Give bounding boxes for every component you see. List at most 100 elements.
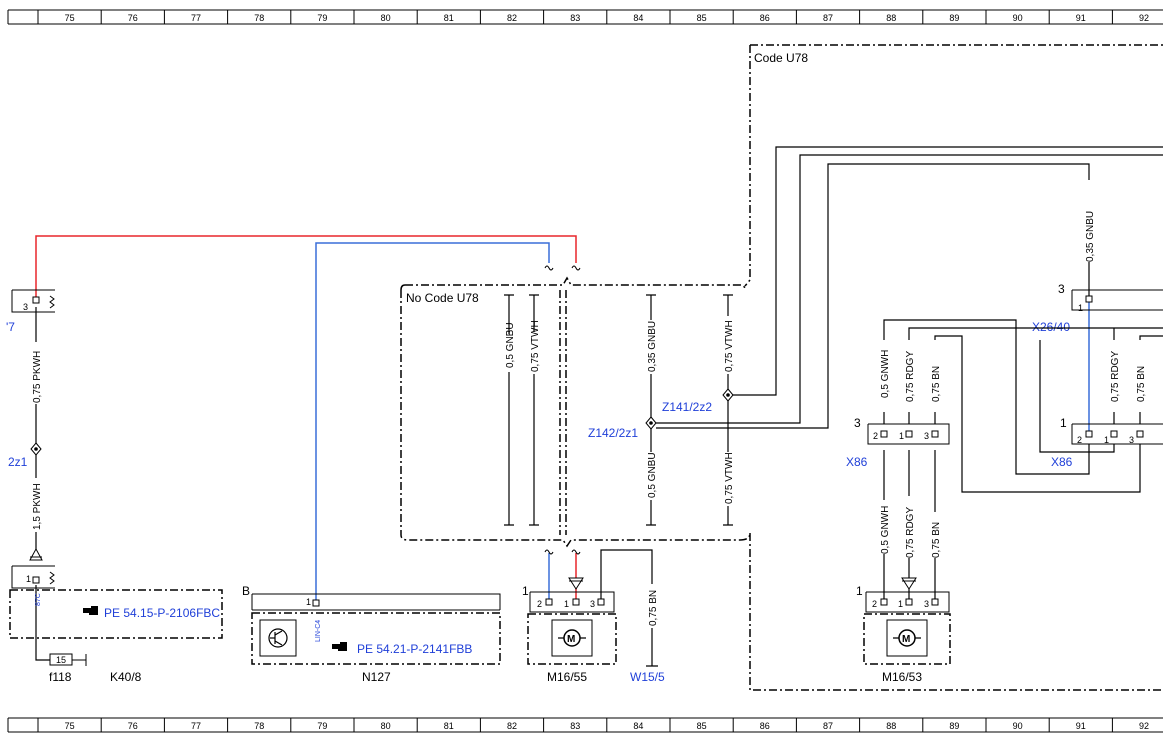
bottom-ruler-label: 81 [444, 721, 454, 731]
n127-ref-link[interactable]: PE 54.21-P-2141FBB [357, 642, 472, 656]
splice-z141-link[interactable]: Z141/2z2 [662, 400, 712, 414]
k40-box [9, 589, 223, 639]
no-code-wires [504, 294, 539, 526]
w15-link[interactable]: W15/5 [630, 670, 665, 684]
motor-icon: M [551, 619, 593, 657]
x26-link[interactable]: X26/40 [1032, 320, 1070, 334]
x86l-p3: 3 [924, 431, 929, 441]
f118-label: f118 [49, 670, 72, 684]
top-ruler-label: 76 [128, 13, 138, 23]
bottom-ruler-label: 82 [507, 721, 517, 731]
k40-label: K40/8 [110, 670, 142, 684]
top-ruler-label: 89 [949, 13, 959, 23]
m1655-p2: 2 [537, 599, 542, 609]
code-u78-region [744, 44, 1163, 691]
m1653-conn: 1 [856, 584, 863, 598]
bottom-ruler-label: 86 [760, 721, 770, 731]
top-ruler-label: 85 [697, 13, 707, 23]
m1655-p3: 3 [590, 599, 595, 609]
m1653-label: M16/53 [882, 670, 922, 684]
top-ruler-label: 86 [760, 13, 770, 23]
bottom-ruler-label: 80 [381, 721, 391, 731]
splice-z142-link[interactable]: Z142/2z1 [588, 426, 638, 440]
k40-pin-label: 87C [35, 593, 42, 606]
top-ruler-label: 90 [1013, 13, 1023, 23]
x86-left-link[interactable]: X86 [846, 455, 868, 469]
m1655-box [527, 613, 617, 665]
wire-bn-075-d: 0,75 BN [931, 522, 942, 558]
top-ruler-label: 88 [886, 13, 896, 23]
code-u78-label: Code U78 [754, 51, 808, 65]
wire-rdgy-075-a: 0,75 RDGY [905, 351, 916, 402]
wire-bn-075-a: 0,75 BN [648, 590, 659, 626]
wire-bn-075-b: 0,75 BN [931, 366, 942, 402]
x26-pin: 1 [1078, 303, 1083, 313]
m1653-p2: 2 [872, 599, 877, 609]
x86l-p2: 2 [873, 431, 878, 441]
x86r-p2: 2 [1077, 435, 1082, 445]
top-ruler-label: 84 [633, 13, 643, 23]
wire-vtwh-075-c: 0,75 VTWH [724, 452, 735, 504]
x86-wires [883, 319, 1163, 600]
top-ruler-label: 78 [254, 13, 264, 23]
bottom-ruler-label: 75 [65, 721, 75, 731]
wire-pkwh-15: 1,5 PKWH [32, 483, 43, 530]
wire-bn-075-c: 0,75 BN [1136, 366, 1147, 402]
top-ruler-label: 91 [1076, 13, 1086, 23]
bottom-ruler-label: 87 [823, 721, 833, 731]
top-ruler-label: 83 [570, 13, 580, 23]
wire-rdgy-075-b: 0,75 RDGY [1110, 351, 1121, 402]
fuse-number: 15 [56, 655, 66, 665]
bottom-ruler-label: 92 [1139, 721, 1149, 731]
top-ruler-label: 81 [444, 13, 454, 23]
bottom-ruler-label: 83 [570, 721, 580, 731]
wire-gnbu-05: 0,5 GNBU [505, 322, 516, 368]
top-ruler-label: 87 [823, 13, 833, 23]
x86-right-link[interactable]: X86 [1051, 455, 1073, 469]
n127-box [251, 612, 501, 665]
motor-icon: M [886, 619, 928, 657]
n127-label: N127 [362, 670, 391, 684]
top-ruler-label: 77 [191, 13, 201, 23]
wire-break-marks [544, 265, 581, 555]
x86l-p1: 1 [899, 431, 904, 441]
transistor-icon [259, 619, 297, 657]
n127-lin-label: LIN-C4 [315, 620, 322, 642]
top-ruler-label: 92 [1139, 13, 1149, 23]
bus-wires [656, 146, 1163, 429]
bottom-ruler-label: 88 [886, 721, 896, 731]
svg-text:M: M [902, 634, 910, 645]
m1655-p1: 1 [564, 599, 569, 609]
bottom-ruler-label: 76 [128, 721, 138, 731]
k40-lower-connector [11, 565, 55, 589]
splice-2z1-link[interactable]: 2z1 [8, 455, 28, 469]
x26-conn: 3 [1058, 282, 1065, 296]
bottom-ruler-label: 85 [697, 721, 707, 731]
bottom-ruler-label: 78 [254, 721, 264, 731]
k40-top-pin: 3 [23, 302, 28, 312]
wire-rdgy-075-c: 0,75 RDGY [905, 507, 916, 558]
no-code-u78-region [400, 276, 751, 548]
red-wire [35, 235, 577, 297]
m1655-wires [600, 549, 658, 667]
bottom-ruler-label: 79 [317, 721, 327, 731]
k40-top-connector [11, 289, 55, 313]
wire-vtwh-075-a: 0,75 VTWH [530, 320, 541, 372]
top-ruler-label: 79 [317, 13, 327, 23]
wire-vtwh-075-b: 0,75 VTWH [724, 320, 735, 372]
blue-wire [315, 242, 550, 600]
wire-gnbu-05-b: 0,5 GNBU [647, 452, 658, 498]
k40-ref-link[interactable]: PE 54.15-P-2106FBC [104, 606, 220, 620]
left-cut-link[interactable]: '7 [6, 320, 15, 334]
top-ruler-label: 82 [507, 13, 517, 23]
bottom-ruler-label: 90 [1013, 721, 1023, 731]
n127-pin: 1 [306, 597, 311, 607]
x86r-conn: 1 [1060, 416, 1067, 430]
n127-conn-label: B [242, 584, 250, 598]
wire-gnbu-035-b: 0,35 GNBU [1085, 211, 1096, 262]
m1655-label: M16/55 [547, 670, 587, 684]
m1655-conn: 1 [522, 584, 529, 598]
